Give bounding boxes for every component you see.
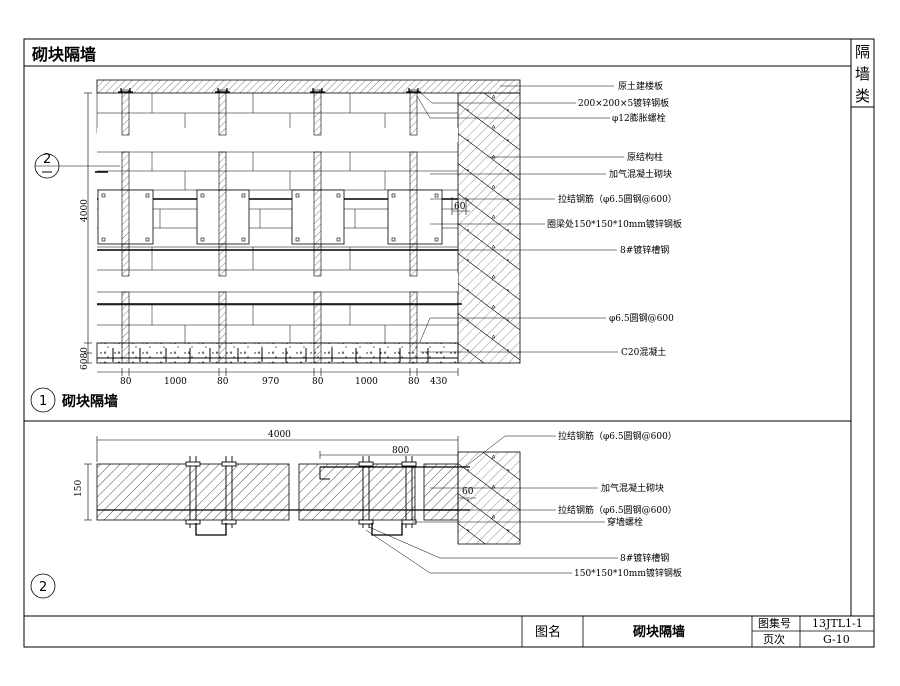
dim-bottom-7: 430 [430,377,447,387]
tb-page-value: G-10 [823,633,850,646]
top-anchor-plates [118,88,421,93]
sec-label-tie-bar-top: 拉结钢筋（φ6.5圆钢@600） [558,430,677,442]
wall-segment-right [423,463,459,521]
post-over-plates [121,189,418,245]
dim-bottom-5: 1000 [355,377,378,387]
caption-2-circle [30,573,56,599]
label-block: 加气混凝土砌块 [609,168,672,180]
sec-label-plate: 150*150*10mm镀锌钢板 [574,567,682,579]
dim-800-text: 800 [392,446,409,456]
dim-6080-text: 6080 [80,347,90,370]
dim-height-text: 4000 [80,199,90,222]
label-tie-bar: 拉结钢筋（φ6.5圆钢@600） [558,193,677,205]
label-channel: 8#镀锌槽钢 [620,244,669,256]
structural-column-hatch [458,93,520,363]
section-callout [34,153,120,179]
dim-60-section-text: 60 [462,487,474,497]
sec-label-bolt: 穿墙螺栓 [607,516,643,528]
tb-page-label: 页次 [763,632,785,646]
sheet-border [23,38,875,648]
base-dowels [97,348,458,362]
caption-1-number: 1 [39,394,47,409]
dim-60-elevation-text: 60 [454,202,466,212]
dim-150 [84,463,92,521]
caption-1-text: 砌块隔墙 [61,393,118,410]
dim-bottom-3: 970 [262,377,279,387]
side-tab-char-2: 墙 [855,65,870,83]
plate-bolts [101,193,439,242]
side-tab-char-3: 类 [855,87,870,105]
title-block [521,616,874,647]
floor-slab [96,79,521,94]
label-concrete: C20混凝土 [621,346,666,358]
sheet-title: 砌块隔墙 [31,45,96,64]
dim-bottom-0: 80 [120,377,132,387]
caption-2-number: 2 [39,580,47,595]
dim-4000-section-text: 4000 [268,430,291,440]
label-steel-plate: 200×200×5镀锌钢板 [578,97,669,109]
sec-label-block: 加气混凝土砌块 [601,482,664,494]
dim-bottom-2: 80 [217,377,229,387]
caption-1-circle [30,387,56,413]
tb-name-label: 图名 [535,624,561,640]
wall-segment-middle [298,463,416,521]
elevation-view: 60 4000 6080 80 1000 80 970 80 1000 80 4… [30,79,682,413]
concrete-base [96,342,459,364]
through-bolts [185,456,417,528]
ring-beam-plates [97,189,443,245]
label-bolt: φ12膨胀螺栓 [612,112,666,124]
dim-bottom-6: 80 [408,377,420,387]
section-rebar [97,466,470,511]
dim-800 [319,451,458,459]
dim-bottom-4: 80 [312,377,324,387]
dim-150-text: 150 [74,480,84,497]
dim-60-elevation [451,197,470,215]
label-ring-plate: 圈梁处150*150*10mm镀锌钢板 [547,218,682,230]
label-rebar: φ6.5圆钢@600 [609,312,674,324]
side-tab-char-1: 隔 [855,43,870,61]
sec-label-channel: 8#镀锌槽钢 [620,552,669,564]
tb-name-value: 砌块隔墙 [632,624,685,640]
wall-segment-left [96,463,290,521]
tb-atlas-value: 13JTL1-1 [812,617,863,630]
rebar-hook [319,467,330,480]
elevation-leaders [416,85,624,353]
tb-atlas-label: 图集号 [758,616,791,630]
label-column: 原结构柱 [627,151,663,163]
sec-label-tie-bar-bottom: 拉结钢筋（φ6.5圆钢@600） [558,504,677,516]
section-callout-number: 2 [43,152,51,167]
section-view: 4000 [30,430,682,599]
dim-bottom-1: 1000 [164,377,187,387]
dim-vertical [84,92,92,364]
dim-horizontal [97,368,459,376]
label-floor-slab: 原土建楼板 [618,80,663,92]
section-leaders [365,435,618,574]
